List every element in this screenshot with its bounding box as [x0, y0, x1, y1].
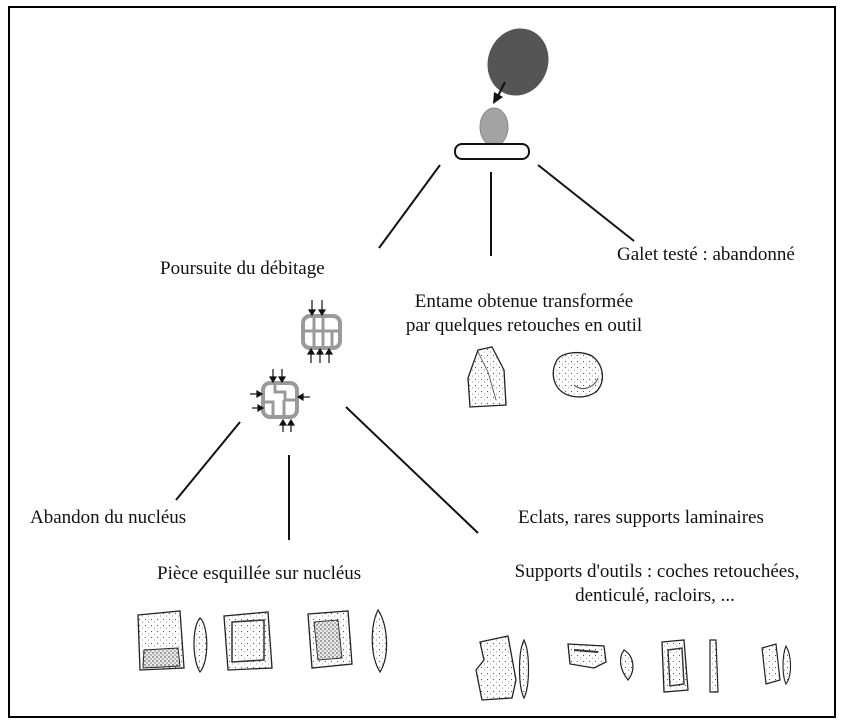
entame-tool-drawing-1 — [468, 347, 506, 407]
label-supports-line2: denticulé, racloirs, ... — [520, 584, 790, 608]
label-poursuite: Poursuite du débitage — [160, 257, 325, 281]
label-galet: Galet testé : abandonné — [617, 243, 795, 267]
core-schematic-2 — [250, 369, 310, 432]
label-piece: Pièce esquillée sur nucléus — [157, 562, 361, 586]
branch-line-eclats — [346, 407, 478, 533]
branch-line-abandon — [176, 422, 240, 500]
label-eclats: Eclats, rares supports laminaires — [518, 506, 764, 530]
piece-esquillee-drawings — [138, 610, 387, 672]
label-abandon: Abandon du nucléus — [30, 506, 186, 530]
core-schematic-1 — [303, 300, 340, 363]
raw-pebble — [478, 20, 558, 104]
entame-tool-drawing-2 — [553, 353, 602, 397]
anvil — [455, 144, 529, 159]
supports-outils-drawings — [476, 636, 791, 700]
branch-line-galet — [538, 165, 634, 241]
label-entame-line1: Entame obtenue transformée — [386, 290, 662, 314]
label-supports-line1: Supports d'outils : coches retouchées, — [480, 560, 834, 584]
tested-pebble — [480, 108, 508, 146]
branch-line-poursuite — [379, 165, 440, 248]
label-entame-line2: par quelques retouches en outil — [376, 314, 672, 338]
